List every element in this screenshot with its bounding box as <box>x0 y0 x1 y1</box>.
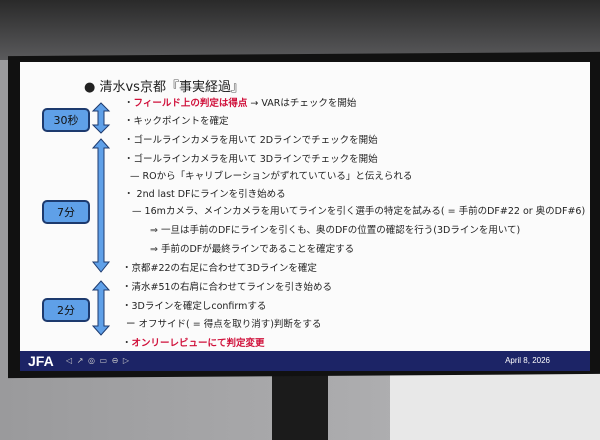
slide-line: ・ゴールラインカメラを用いて 2Dラインでチェックを開始 <box>124 135 378 146</box>
slide-line: ・オンリーレビューにて判定変更 <box>122 335 265 349</box>
presentation-slide: ● 清水vs京都『事実経過』 30秒 7分 2分 ・フィールド上の判定は得点 →… <box>20 62 590 352</box>
slide-line: — ROから「キャリブレーションがずれていている」と伝えられる <box>130 171 413 182</box>
slide-line: ー オフサイド( = 得点を取り消す)判断をする <box>126 319 322 330</box>
slide-date: April 8, 2026 <box>505 356 550 365</box>
slide-line: ・キックポイントを確定 <box>124 116 229 127</box>
jfa-logo: JFA <box>28 353 54 369</box>
monitor-stand <box>272 370 328 440</box>
time-box-7m: 7分 <box>42 200 90 224</box>
desk <box>390 370 600 440</box>
highlight-text: フィールド上の判定は得点 <box>133 98 248 109</box>
slide-line: ・3Dラインを確定しconfirmする <box>122 301 267 312</box>
slide-line: ・ 2nd last DFにラインを引き始める <box>124 189 286 200</box>
slide-line: ・京都#22の右足に合わせて3Dラインを確定 <box>122 263 317 274</box>
down-arrow-icon <box>91 138 111 273</box>
slide-footer: JFA ◁ ↗ ◎ ▭ ⊖ ▷ April 8, 2026 <box>20 351 590 371</box>
time-box-2m: 2分 <box>42 298 90 322</box>
time-box-30s: 30秒 <box>42 108 90 132</box>
highlight-text: オンリーレビューにて判定変更 <box>131 338 265 349</box>
slide-line: — 16mカメラ、メインカメラを用いてラインを引く選手の特定を試みる( = 手前… <box>132 206 586 217</box>
slide-line: ・フィールド上の判定は得点 → VARはチェックを開始 <box>124 95 356 109</box>
ceiling <box>0 0 600 60</box>
bullet: ・ <box>122 338 132 349</box>
slide-title: ● 清水vs京都『事実経過』 <box>84 80 244 95</box>
double-arrow-icon <box>91 280 111 336</box>
double-arrow-icon <box>91 102 111 134</box>
slide-line: ⇒ 手前のDFが最終ラインであることを確定する <box>150 244 355 255</box>
slide-line: ・清水#51の右肩に合わせてラインを引き始める <box>122 282 333 293</box>
bullet: ・ <box>124 98 134 109</box>
slide-line: ・ゴールラインカメラを用いて 3Dラインでチェックを開始 <box>124 154 378 165</box>
line-text: → VARはチェックを開始 <box>247 98 357 109</box>
slide-line: ⇒ 一旦は手前のDFにラインを引くも、奥のDFの位置の確認を行う(3Dラインを用… <box>150 225 521 236</box>
slideshow-controls[interactable]: ◁ ↗ ◎ ▭ ⊖ ▷ <box>66 356 130 365</box>
